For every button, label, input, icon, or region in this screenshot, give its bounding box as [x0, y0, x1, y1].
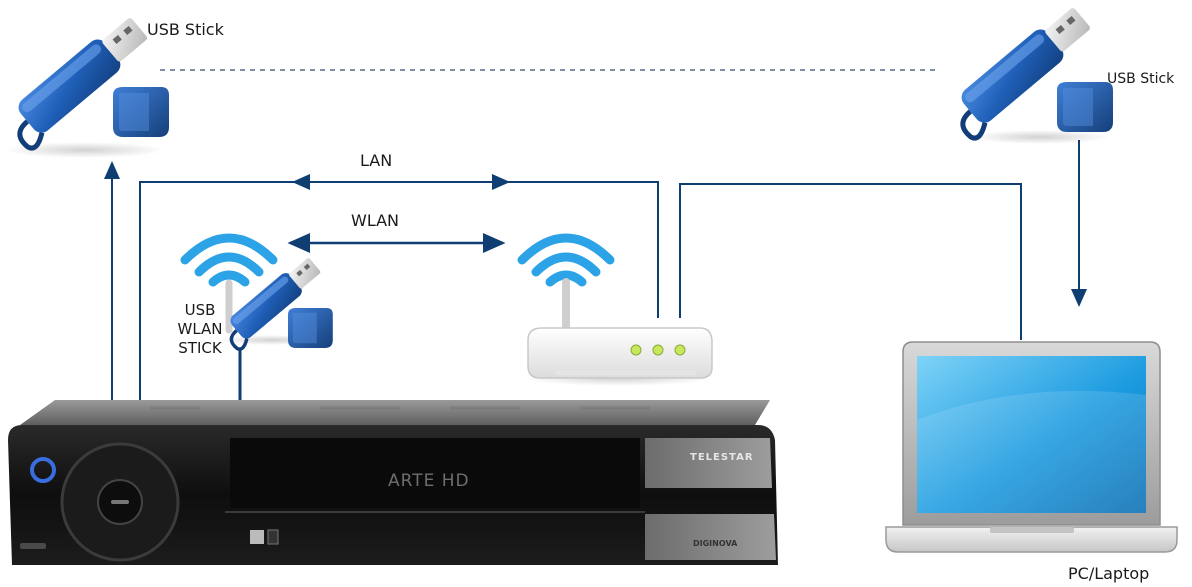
usb-stick-right-label: USB Stick	[1107, 71, 1175, 87]
receiver-display-text: ARTE HD	[388, 471, 470, 491]
receiver-brand-text: TELESTAR	[690, 452, 754, 463]
lan-path	[139, 181, 659, 402]
receiver-subbrand-text: DIGINOVA	[693, 539, 738, 548]
usb-wlan-stick-label-line3: STICK	[178, 339, 222, 357]
receiver-icon	[8, 400, 778, 565]
router-to-laptop-path	[679, 183, 1022, 340]
router-icon	[522, 238, 713, 386]
laptop-icon	[885, 341, 1178, 553]
usb-stick-right-icon	[945, 2, 1113, 144]
wlan-label: WLAN	[351, 211, 400, 230]
usb-wlan-stick-label: USB WLAN STICK	[165, 301, 235, 358]
lan-label: LAN	[360, 151, 393, 170]
usb-stick-left-icon	[2, 12, 169, 158]
pc-laptop-label: PC/Laptop	[1068, 564, 1150, 583]
usb-stick-left-label: USB Stick	[147, 20, 224, 39]
usb-wlan-stick-label-line2: WLAN	[177, 320, 223, 338]
usb-wlan-stick-icon	[185, 238, 333, 353]
usb-wlan-stick-label-line1: USB	[184, 301, 216, 319]
connection-lines	[104, 69, 1087, 404]
